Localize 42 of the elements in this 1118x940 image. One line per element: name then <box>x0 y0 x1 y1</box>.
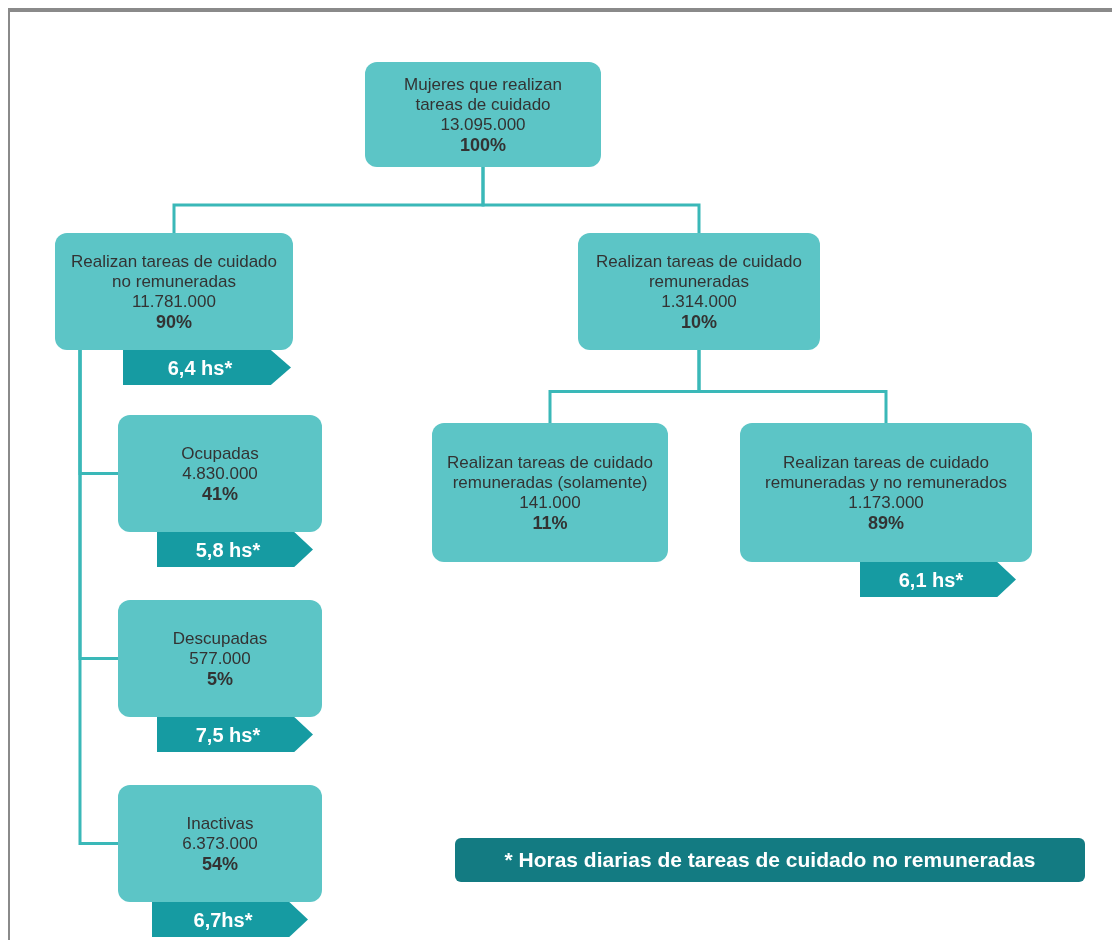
connector-line <box>697 350 888 423</box>
hours-tag: 6,7hs* <box>152 902 308 937</box>
category-label: Ocupadas <box>181 443 259 464</box>
percentage-text: 11% <box>532 512 568 533</box>
category-box <box>118 600 322 717</box>
category-label: Realizan tareas de cuidado remuneradas <box>595 251 803 292</box>
note-text: * Horas diarias de tareas de cuidado no remuneradas <box>504 847 1036 874</box>
category-box <box>55 233 293 350</box>
category-box <box>118 415 322 532</box>
category-box <box>365 62 601 167</box>
percentage-text: 10% <box>681 311 717 332</box>
hours-tag: 7,5 hs* <box>157 717 313 752</box>
connector-line <box>481 167 701 233</box>
hours-tag: 5,8 hs* <box>157 532 313 567</box>
count-text: 6.373.000 <box>182 833 258 854</box>
hours-tag: 6,1 hs* <box>860 562 1016 597</box>
percentage-text: 5% <box>207 668 233 689</box>
count-text: 11.781.000 <box>132 291 216 312</box>
category-label: Descupadas <box>172 628 268 649</box>
percentage-text: 41% <box>202 483 238 504</box>
count-text: 1.173.000 <box>848 492 924 513</box>
category-box <box>118 785 322 902</box>
count-text: 577.000 <box>189 648 251 669</box>
count-text: 141.000 <box>519 492 581 513</box>
category-box <box>432 423 668 562</box>
count-text: 4.830.000 <box>182 463 258 484</box>
percentage-text: 89% <box>868 512 904 533</box>
category-box <box>578 233 820 350</box>
hours-tag: 6,4 hs* <box>123 350 291 385</box>
legend-note <box>455 838 1085 882</box>
category-label: Inactivas <box>186 813 254 834</box>
category-label: Mujeres que realizan tareas de cuidado <box>403 74 563 115</box>
category-label: Realizan tareas de cuidado remuneradas (solamente) <box>446 452 654 493</box>
connector-line <box>78 350 118 845</box>
percentage-text: 100% <box>459 134 506 155</box>
percentage-text: 54% <box>202 853 238 874</box>
category-box <box>740 423 1032 562</box>
percentage-text: 90% <box>156 311 192 332</box>
category-label: Realizan tareas de cuidado no remuneradas <box>70 251 278 292</box>
category-label: Realizan tareas de cuidado remuneradas y no remunerados <box>764 452 1008 493</box>
count-text: 1.314.000 <box>661 291 737 312</box>
count-text: 13.095.000 <box>440 114 526 135</box>
